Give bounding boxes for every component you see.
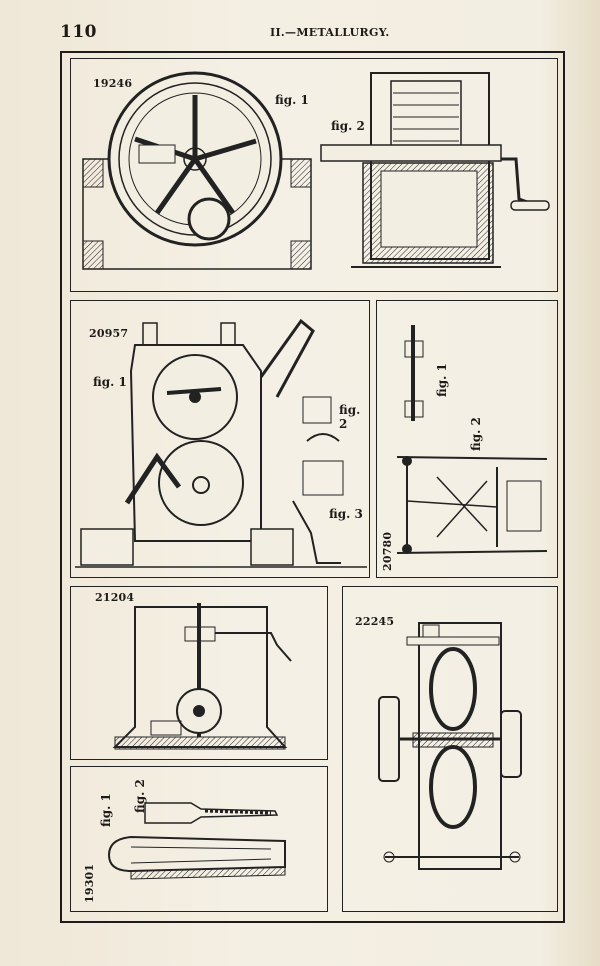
figure-label: fig. 3: [329, 507, 363, 521]
running-title: II.—METALLURGY.: [270, 26, 390, 39]
drawing-21204: [112, 603, 292, 750]
figure-label: fig. 2: [133, 779, 147, 813]
patent-number: 21204: [95, 591, 135, 604]
figure-label: fig. 1: [93, 375, 127, 389]
page-header: 110 II.—METALLURGY.: [60, 22, 565, 46]
drawing-20780: [396, 325, 548, 554]
illustration-plate-frame: [60, 51, 565, 923]
figure-label: fig. 2: [339, 403, 361, 431]
patent-number: 19301: [83, 863, 96, 903]
panel-19301: fig. 1 fig. 2 19301: [70, 766, 328, 912]
panel-20780: fig. 1 fig. 2 20780: [376, 300, 558, 578]
panel-21204: 21204: [70, 586, 328, 760]
patent-number: 19246: [93, 77, 133, 90]
panel-22245: 22245: [342, 586, 558, 912]
figure-label: fig. 1: [275, 93, 309, 107]
drawing-19246: [82, 71, 550, 270]
drawing-20957: [75, 318, 367, 568]
patent-number: 20957: [89, 327, 129, 340]
figure-label: fig. 1: [435, 363, 449, 397]
page-number: 110: [60, 22, 97, 42]
panel-20957: 20957 fig. 1 fig. 2 fig. 3: [70, 300, 370, 578]
patent-number: 20780: [381, 531, 394, 571]
panel-19246: 19246 fig. 1 fig. 2: [70, 58, 558, 292]
drawing-19301: [107, 802, 286, 880]
figure-label: fig. 2: [331, 119, 365, 133]
drawing-22245: [378, 622, 522, 870]
figure-label: fig. 2: [469, 417, 483, 451]
patent-number: 22245: [355, 615, 395, 628]
figure-label: fig. 1: [99, 793, 113, 827]
